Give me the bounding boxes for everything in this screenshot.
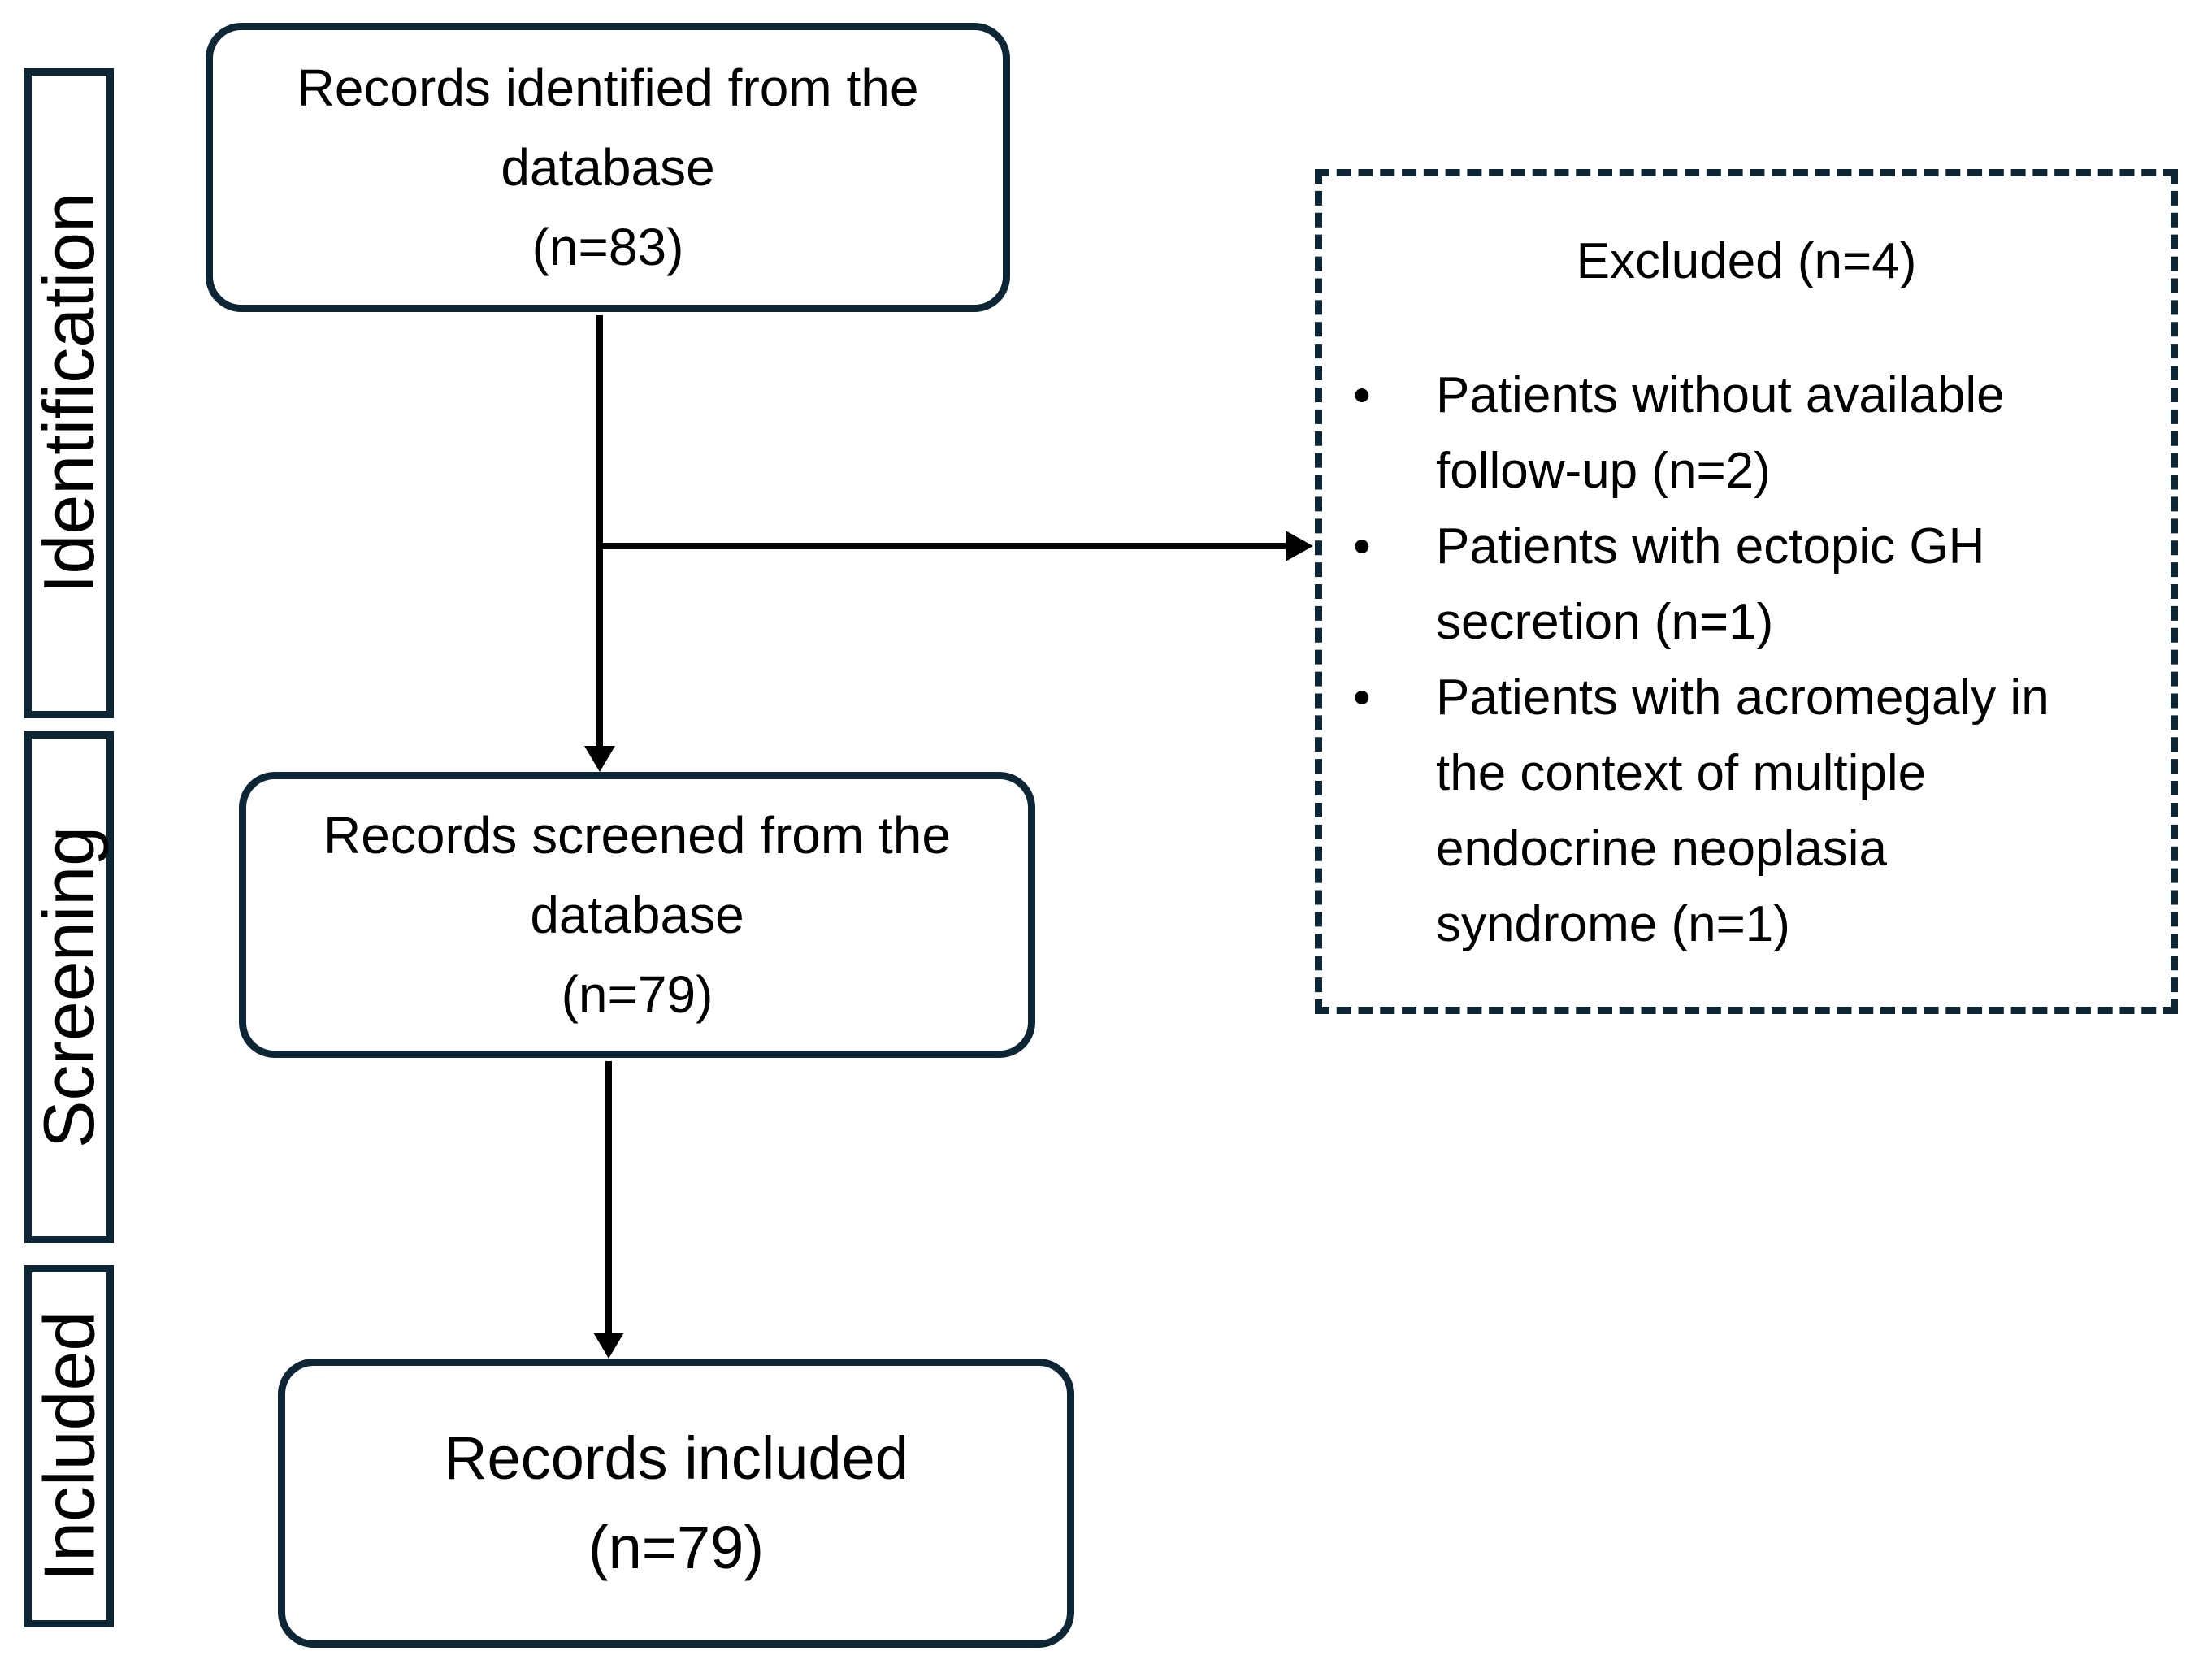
excluded-item: • Patients with ectopic GH secretion (n=…	[1353, 509, 2154, 660]
box-records-screened-text: Records screened from the database (n=79…	[323, 806, 951, 1024]
bullet-icon: •	[1353, 670, 1371, 726]
arrow-screened-to-included-line	[605, 1061, 612, 1334]
excluded-box: Excluded (n=4) • Patients without availa…	[1315, 169, 2178, 1014]
stage-label-screening: Screening	[28, 826, 110, 1149]
box-records-screened: Records screened from the database (n=79…	[239, 772, 1035, 1058]
box-records-identified: Records identified from the database (n=…	[206, 23, 1010, 312]
stage-box-identification: Identification	[24, 68, 114, 718]
excluded-item-text-3: Patients with acromegaly in the context …	[1436, 670, 2049, 952]
bullet-icon: •	[1353, 518, 1371, 574]
arrow-identified-to-screened-head-icon	[584, 746, 615, 772]
arrow-to-excluded-line	[596, 543, 1286, 549]
box-records-included-text: Records included (n=79)	[444, 1424, 909, 1581]
bullet-icon: •	[1353, 367, 1371, 423]
excluded-item-text-2: Patients with ectopic GH secretion (n=1)	[1436, 518, 1985, 650]
excluded-title: Excluded (n=4)	[1576, 233, 1917, 289]
arrow-to-excluded-head-icon	[1286, 531, 1313, 561]
box-records-included: Records included (n=79)	[278, 1359, 1074, 1648]
arrow-screened-to-included-head-icon	[593, 1333, 624, 1359]
stage-box-included: Included	[24, 1265, 114, 1627]
excluded-item: • Patients with acromegaly in the contex…	[1353, 660, 2154, 962]
stage-label-identification: Identification	[28, 192, 110, 595]
excluded-list: • Patients without available follow-up (…	[1322, 358, 2171, 962]
excluded-item-text-1: Patients without available follow-up (n=…	[1436, 367, 2005, 499]
box-records-identified-text: Records identified from the database (n=…	[297, 59, 919, 276]
excluded-item: • Patients without available follow-up (…	[1353, 358, 2154, 509]
stage-box-screening: Screening	[24, 731, 114, 1243]
arrow-identified-to-screened-line	[596, 315, 603, 749]
stage-label-included: Included	[28, 1311, 109, 1582]
